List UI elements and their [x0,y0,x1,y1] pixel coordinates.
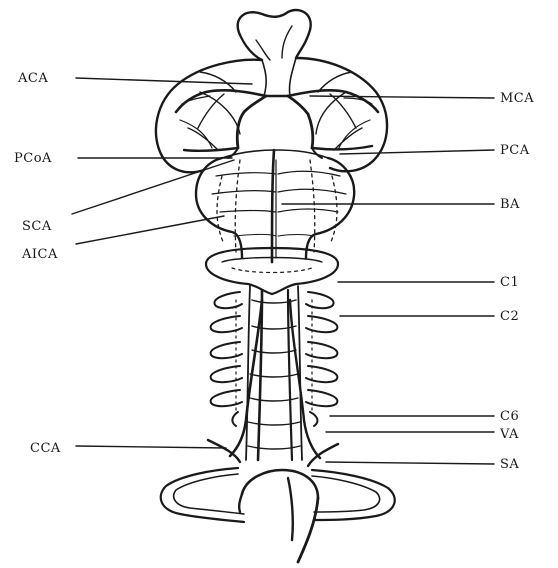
label-aica: AICA [21,247,58,262]
label-pca: PCA [500,143,530,158]
cervical-spine [211,286,338,460]
label-ba: BA [500,197,520,212]
label-va: VA [499,427,519,442]
leader-lines [72,78,494,464]
circle-of-willis [176,72,378,158]
label-aca: ACA [17,71,48,86]
label-sca: SCA [22,219,52,234]
label-cca: CCA [30,441,61,456]
labels: ACA PCoA SCA AICA CCA MCA PCA BA C1 C2 C… [14,71,534,472]
subclavian-and-arch [161,440,395,562]
label-c2: C2 [500,309,519,324]
label-c1: C1 [500,275,519,290]
label-sa: SA [500,457,519,472]
common-carotid-right [290,300,320,458]
label-c6: C6 [500,409,519,424]
label-mca: MCA [500,91,534,106]
label-pcoa: PCoA [14,151,52,166]
basilar-artery [272,150,274,262]
